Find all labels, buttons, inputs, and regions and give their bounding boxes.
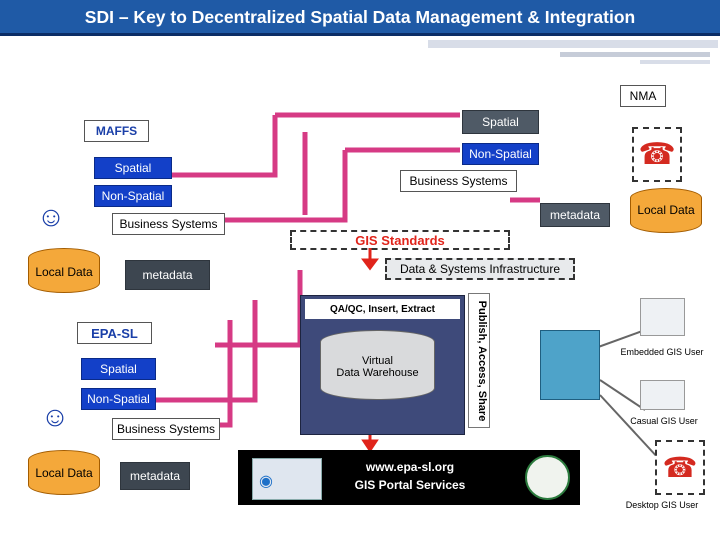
epa-user-box: ☺ <box>30 392 80 442</box>
desktop-user-icon: ☎ <box>638 138 676 171</box>
casual-user-label: Casual GIS User <box>630 416 698 426</box>
portal-seal <box>525 455 570 500</box>
maffs-metadata: metadata <box>125 260 210 290</box>
epa-user-icon: ☺ <box>40 401 70 432</box>
warehouse-label: Virtual Data Warehouse <box>336 355 419 379</box>
nma-label: NMA <box>620 85 666 107</box>
desktop-gis-user-icon: ☎ <box>662 452 698 483</box>
nma-business-systems: Business Systems <box>400 170 517 192</box>
epa-business-systems: Business Systems <box>112 418 220 440</box>
maffs-spatial: Spatial <box>94 157 172 179</box>
casual-user-icon <box>640 380 685 410</box>
nma-local-data-cylinder <box>630 188 702 233</box>
warehouse-cylinder <box>320 330 435 400</box>
maffs-user-box: ☺ <box>28 192 74 242</box>
nma-metadata: metadata <box>540 203 610 227</box>
maffs-local-data: Local Data <box>35 265 93 279</box>
building-icon <box>540 330 600 400</box>
qaqc-label: QA/QC, Insert, Extract <box>305 299 460 319</box>
title-bar <box>0 0 720 36</box>
gis-standards: GIS Standards <box>290 230 510 250</box>
nma-non-spatial: Non-Spatial <box>462 143 539 165</box>
portal-name: GIS Portal Services <box>354 478 466 492</box>
epa-local-data: Local Data <box>35 466 93 480</box>
desktop-user-label: Desktop GIS User <box>625 500 699 510</box>
header-decoration <box>640 60 710 64</box>
maffs-local-data-cylinder <box>28 248 100 293</box>
portal-screenshot: ◉ <box>252 458 322 500</box>
epa-label: EPA-SL <box>77 322 152 344</box>
portal-url[interactable]: www.epa-sl.org <box>365 460 455 474</box>
epa-non-spatial: Non-Spatial <box>81 388 156 410</box>
maffs-user-icon: ☺ <box>36 201 66 232</box>
globe-icon: ◉ <box>259 473 273 490</box>
publish-bar <box>468 293 490 428</box>
nma-user-box: ☎ <box>632 127 682 182</box>
epa-metadata: metadata <box>120 462 190 490</box>
nma-spatial: Spatial <box>462 110 539 134</box>
page-title: SDI – Key to Decentralized Spatial Data … <box>84 7 636 27</box>
maffs-business-systems: Business Systems <box>112 213 225 235</box>
epa-local-data-cylinder <box>28 450 100 495</box>
publish-label: Publish, Access, Share <box>476 300 488 422</box>
embedded-user-icon <box>640 298 685 336</box>
data-systems-infrastructure: Data & Systems Infrastructure <box>385 258 575 280</box>
maffs-label: MAFFS <box>84 120 149 142</box>
header-decoration <box>560 52 710 57</box>
epa-spatial: Spatial <box>81 358 156 380</box>
desktop-user-box: ☎ <box>655 440 705 495</box>
header-decoration <box>428 40 718 48</box>
maffs-non-spatial: Non-Spatial <box>94 185 172 207</box>
nma-local-data: Local Data <box>637 203 695 217</box>
embedded-user-label: Embedded GIS User <box>620 347 704 357</box>
